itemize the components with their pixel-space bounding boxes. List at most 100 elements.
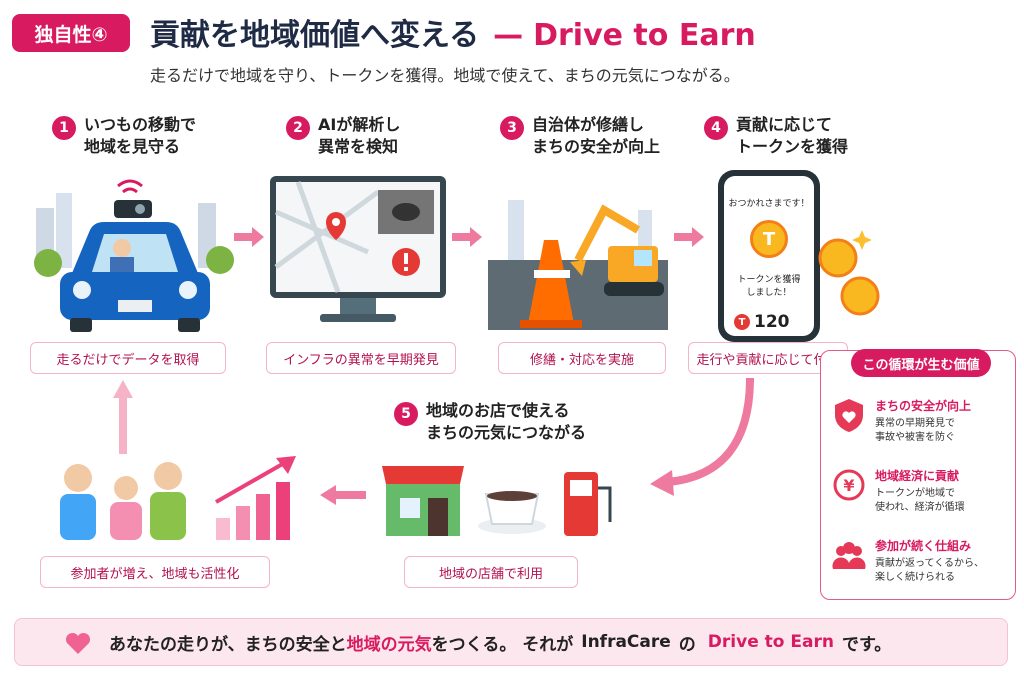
- step-1-caption: 走るだけでデータを取得: [30, 342, 226, 374]
- value-item-line2: 使われ、経済が循環: [875, 502, 965, 513]
- title-en: Drive to Earn: [533, 18, 756, 53]
- heart-icon: [65, 632, 91, 654]
- footer-text-3: の: [678, 634, 696, 655]
- svg-text:¥: ¥: [843, 476, 854, 495]
- person-body: [110, 502, 142, 540]
- page-title: 貢献を地域価値へ変える — Drive to Earn: [150, 10, 756, 54]
- footer-text-4: です。: [841, 634, 892, 655]
- arrow-right-icon: [234, 227, 264, 247]
- step-3-heading: 3 自治体が修繕しまちの安全が向上: [500, 114, 660, 158]
- yen-cycle-icon: ¥: [833, 469, 865, 501]
- title-dash: —: [493, 18, 524, 53]
- monitor-stand: [320, 314, 396, 322]
- alert-bar: [404, 253, 408, 264]
- growth-arrow-head: [276, 456, 296, 474]
- page-subtitle: 走るだけで地域を守り、トークンを獲得。地域で使えて、まちの元気につながる。: [150, 66, 740, 85]
- driver-face: [113, 239, 131, 257]
- shield-heart-icon: [835, 399, 863, 432]
- building-shape: [56, 193, 72, 268]
- cone-stripe: [534, 270, 570, 278]
- step-5-caption: 地域の店舗で利用: [404, 556, 578, 588]
- person-body: [60, 494, 96, 540]
- step-2-caption: インフラの異常を早期発見: [266, 342, 456, 374]
- footer-brand: InfraCare: [581, 632, 671, 652]
- tire: [70, 318, 92, 332]
- community-illustration: [60, 456, 296, 540]
- token-balance-value: 120: [754, 312, 790, 332]
- coffee-surface: [487, 491, 537, 501]
- phone-greeting: おつかれさまです！: [728, 199, 810, 209]
- title-jp: 貢献を地域価値へ変える: [150, 18, 480, 53]
- person-icon: [154, 462, 182, 490]
- person-icon: [64, 464, 92, 492]
- license-plate: [118, 300, 152, 312]
- headlight: [179, 281, 197, 299]
- coin-shape: [818, 238, 858, 278]
- dashcam-lens: [135, 204, 145, 214]
- value-item-economy: ¥ 地域経済に貢献トークンが地域で使われ、経済が循環: [831, 467, 1013, 515]
- growth-bar: [216, 518, 230, 540]
- local-shops-illustration: [382, 466, 612, 536]
- value-item-title: 参加が続く仕組み: [875, 539, 972, 553]
- phone-screen: おつかれさまです！ T トークンを獲得しました！ T 120: [724, 176, 814, 336]
- footer-text-1: あなたの走りが、まちの安全と: [109, 634, 347, 655]
- car-windshield: [92, 234, 178, 272]
- people-icon: [832, 542, 866, 569]
- alert-dot: [404, 267, 408, 271]
- shop-icon: [386, 480, 460, 536]
- step-2-heading: 2 AIが解析し異常を検知: [286, 114, 400, 158]
- step-1-line1: いつもの移動で: [84, 115, 197, 134]
- car-illustration: [34, 179, 234, 332]
- step-1-line2: 地域を見守る: [84, 137, 181, 156]
- excavator-bucket: [570, 260, 586, 276]
- pump-hose: [598, 486, 612, 522]
- value-item-line1: 異常の早期発見で: [875, 418, 955, 429]
- step-3-number: 3: [500, 116, 524, 140]
- value-item-title: まちの安全が向上: [875, 399, 972, 413]
- excavator-window: [634, 250, 652, 266]
- monitor-illustration: [270, 176, 446, 322]
- curve-head: [650, 470, 674, 496]
- map-roads: [274, 181, 380, 293]
- footer-text-2: をつくる。 それが: [431, 634, 574, 655]
- earned-line1: トークンを獲得: [737, 275, 801, 285]
- growth-bar: [236, 506, 250, 540]
- footer-highlight-2: Drive to Earn: [707, 632, 834, 652]
- tree-shape: [206, 246, 234, 274]
- headlight: [73, 281, 91, 299]
- traffic-cone-icon: [528, 240, 574, 324]
- step-2-line2: 異常を検知: [318, 137, 399, 156]
- step-4-line2: トークンを獲得: [736, 137, 849, 156]
- step-4-heading: 4 貢献に応じてトークンを獲得: [704, 114, 848, 158]
- feature-badge: 独自性④: [12, 14, 130, 52]
- curve-arrow-icon: [650, 377, 754, 496]
- curve-line: [667, 377, 754, 486]
- shop-window: [400, 498, 420, 518]
- growth-arrow: [215, 460, 287, 504]
- step-1-heading: 1 いつもの移動で地域を見守る: [52, 114, 196, 158]
- earned-line2: しました！: [746, 288, 792, 298]
- pin-dot: [332, 218, 340, 226]
- step-2-line1: AIが解析し: [318, 115, 401, 134]
- step-5-line1: 地域のお店で使える: [426, 401, 570, 420]
- arrow-up-icon: [113, 380, 133, 454]
- growth-bar: [256, 494, 270, 540]
- step-1-number: 1: [52, 116, 76, 140]
- step-5-heading: 5 地域のお店で使えるまちの元気につながる: [394, 400, 586, 444]
- footer-highlight-1: 地域の元気: [346, 634, 432, 655]
- arrow-left-icon: [320, 485, 366, 505]
- step-5-number: 5: [394, 402, 418, 426]
- shop-awning: [382, 466, 464, 484]
- dashcam-icon: [114, 200, 152, 218]
- token-balance: T 120: [734, 312, 790, 332]
- step-5-line2: まちの元気につながる: [426, 423, 587, 442]
- value-panel-title: この循環が生む価値: [851, 349, 991, 377]
- community-caption: 参加者が増え、地域も活性化: [40, 556, 270, 588]
- construction-illustration: [488, 200, 668, 330]
- excavator-arm: [574, 204, 641, 262]
- step-3-caption: 修繕・対応を実施: [498, 342, 666, 374]
- pothole-shape: [392, 203, 420, 221]
- value-item-participation: 参加が続く仕組み貢献が返ってくるから、楽しく続けられる: [831, 537, 1013, 585]
- token-small-icon: T: [734, 314, 750, 330]
- value-item-safety: まちの安全が向上異常の早期発見で事故や被害を防ぐ: [831, 397, 1013, 445]
